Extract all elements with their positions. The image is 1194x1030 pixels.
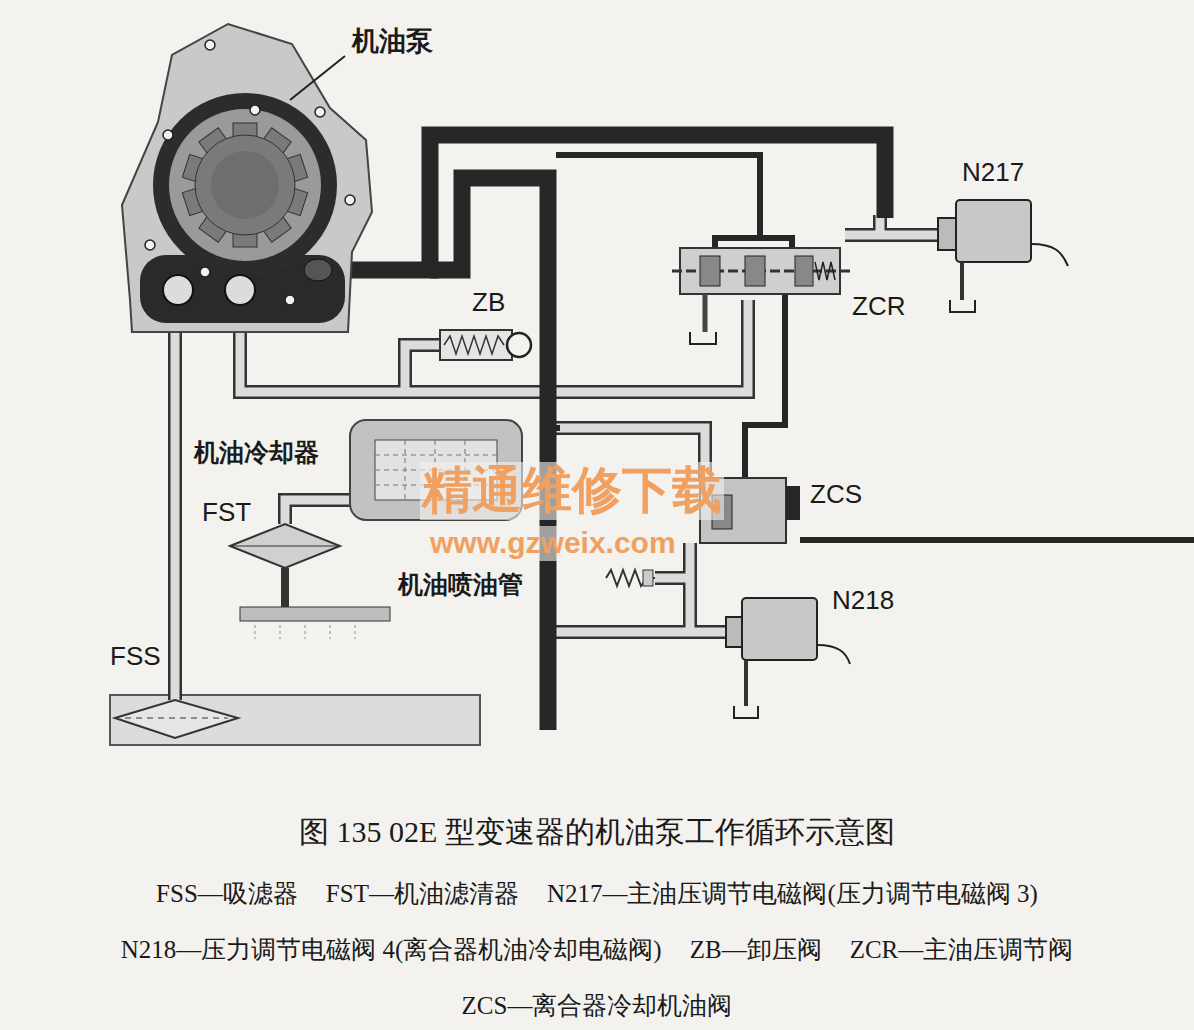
part-label: ZCR <box>850 292 907 322</box>
abbreviation-entry: ZCS—离合器冷却机油阀 <box>462 978 733 1030</box>
figure-caption: 图 135 02E 型变速器的机油泵工作循环示意图 <box>0 812 1194 853</box>
caption-text: 图 135 02E 型变速器的机油泵工作循环示意图 <box>299 815 895 848</box>
oil-pump <box>122 24 372 332</box>
part-label: 机油喷油管 <box>396 570 525 599</box>
abbreviation-entry: FSS—吸滤器 <box>156 866 298 922</box>
abbreviation-entry: ZB—卸压阀 <box>690 922 822 978</box>
abbreviation-entry: N218—压力调节电磁阀 4(离合器机油冷却电磁阀) <box>121 922 662 978</box>
part-label: ZCS <box>808 480 864 510</box>
part-label: FST <box>200 498 253 528</box>
part-label: 机油冷却器 <box>192 438 321 467</box>
solenoid-valve <box>938 200 1068 312</box>
spring-symbol <box>606 570 655 586</box>
oil-tank <box>110 695 480 745</box>
main-pressure-line <box>310 135 885 730</box>
abbreviation-entry: FST—机油滤清器 <box>326 866 519 922</box>
abbreviation-key: FSS—吸滤器 FST—机油滤清器 N217—主油压调节电磁阀(压力调节电磁阀 3)… <box>6 866 1188 1030</box>
part-label: 机油泵 <box>350 26 435 57</box>
part-label: N217 <box>960 158 1026 188</box>
spray-tube <box>240 568 390 639</box>
part-label: N218 <box>830 586 896 616</box>
oil-filter <box>230 524 340 568</box>
part-label: FSS <box>108 642 163 672</box>
leader-line <box>290 56 345 100</box>
main-pressure-valve <box>672 248 850 344</box>
gear-body <box>195 135 295 235</box>
suction-strainer <box>115 700 238 738</box>
watermark: www.gzweix.com <box>428 526 678 561</box>
solenoid-valve <box>726 598 850 718</box>
part-label: ZB <box>470 288 507 318</box>
relief-valve <box>440 330 531 360</box>
abbreviation-entry: N217—主油压调节电磁阀(压力调节电磁阀 3) <box>547 866 1038 922</box>
watermark: 精通维修下载 <box>420 462 724 520</box>
spring-seat <box>643 570 653 586</box>
abbreviation-entry: ZCR—主油压调节阀 <box>850 922 1074 978</box>
